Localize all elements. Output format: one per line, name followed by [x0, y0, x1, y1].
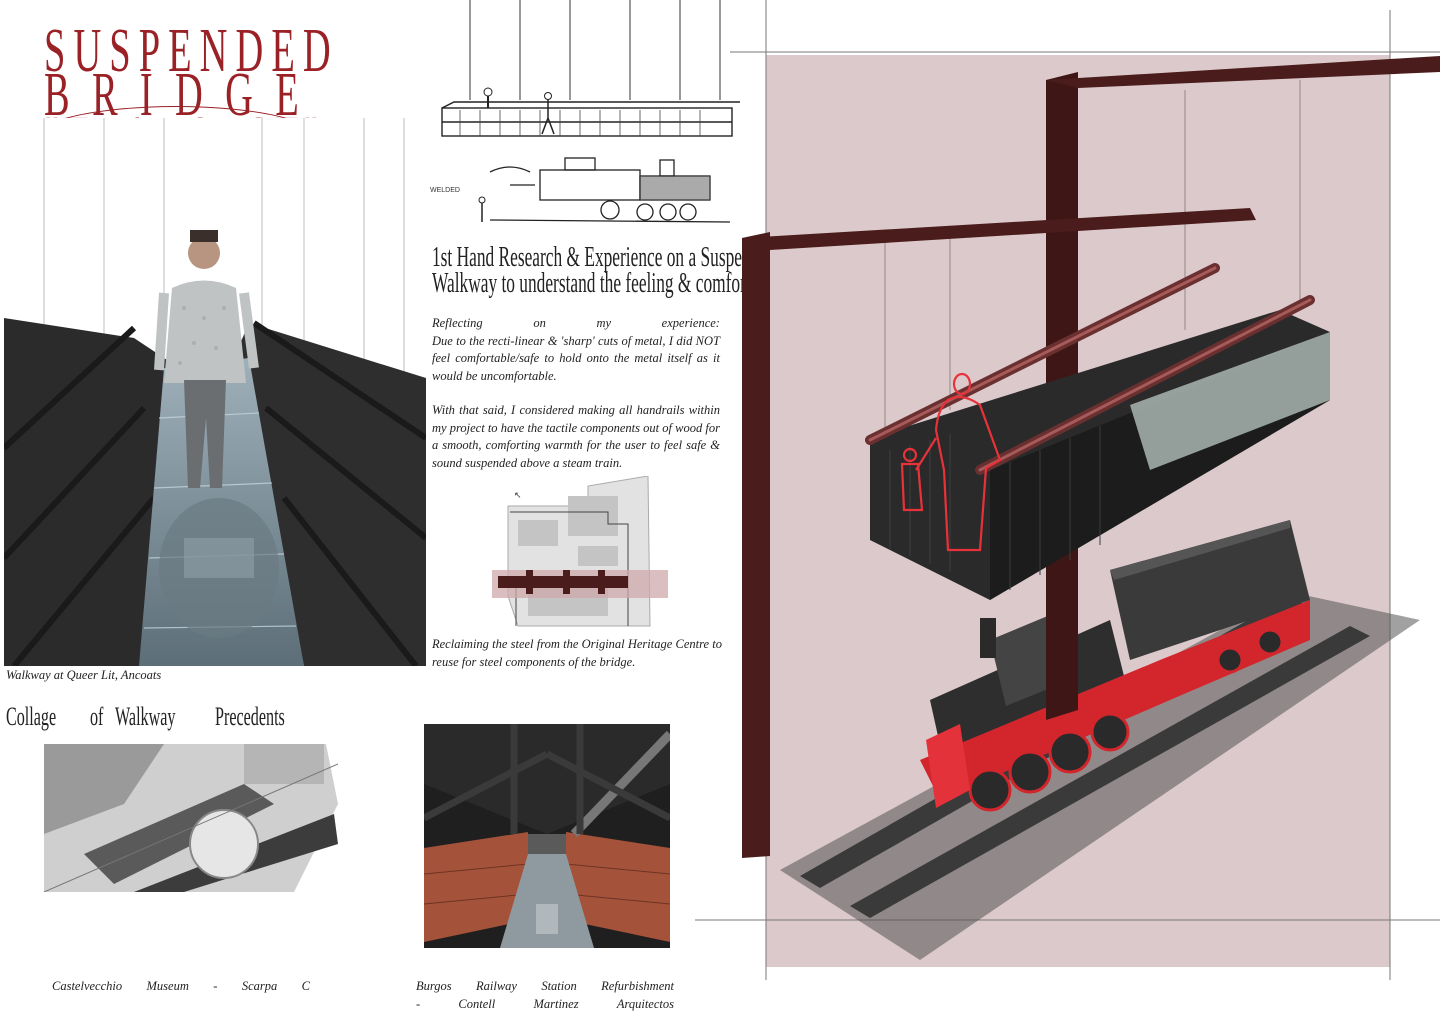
p1-word-2: on	[533, 316, 546, 330]
walkway-photo	[1, 118, 428, 668]
castelvecchio-image	[43, 744, 339, 893]
castelvecchio-caption-word-2: Museum	[146, 979, 189, 993]
burgos-word-2: Railway	[476, 979, 517, 993]
burgos-drawing	[422, 724, 674, 948]
precedents-heading: Collage of Walkway Precedents	[6, 704, 298, 734]
precedents-heading-word-4: Precedents	[215, 702, 286, 731]
research-paragraph-1-first-line: Reflecting on my experience:	[432, 315, 720, 333]
burgos-caption-line-2: - Contell Martinez Arquitectos	[416, 996, 674, 1014]
precedents-heading-word-1: Collage	[6, 702, 57, 731]
bridge-render	[690, 0, 1440, 1020]
p1-word-3: my	[596, 316, 612, 330]
neon-figure-icon	[900, 372, 1002, 552]
precedents-heading-word-3: Walkway	[114, 702, 176, 731]
research-paragraph-1-body: Due to the recti-linear & 'sharp' cuts o…	[432, 333, 720, 383]
research-heading-line-2: Walkway to understand the feeling & comf…	[432, 268, 756, 299]
hand-sketch-drawing: WELDED	[430, 0, 744, 223]
burgos-word-6: Contell	[458, 996, 496, 1011]
castelvecchio-caption-word-1: Castelvecchio	[52, 979, 123, 993]
walkway-photo-caption: Walkway at Queer Lit, Ancoats	[6, 668, 162, 682]
burgos-word-1: Burgos	[416, 979, 452, 993]
precedents-heading-word-2: of	[89, 702, 104, 731]
site-plan-drawing: ↖	[492, 475, 668, 627]
burgos-word-3: Station	[541, 979, 577, 993]
hand-sketch: WELDED	[430, 0, 744, 228]
sketch-label: WELDED	[430, 187, 460, 194]
bridge-render-drawing	[695, 0, 1440, 980]
north-arrow-icon: ↖	[514, 490, 522, 500]
walkway-photo-drawing	[1, 118, 428, 668]
castelvecchio-caption-word-3: -	[213, 979, 218, 993]
burgos-caption-line-1: Burgos Railway Station Refurbishment	[416, 978, 674, 996]
castelvecchio-caption: Castelvecchio Museum - Scarpa C	[52, 978, 310, 996]
research-heading-line-1: 1st Hand Research & Experience on a Susp…	[432, 242, 776, 273]
p1-word-4: experience:	[661, 316, 720, 330]
research-paragraph-2: With that said, I considered making all …	[432, 403, 720, 470]
reclaim-text: Reclaiming the steel from the Original H…	[432, 637, 722, 669]
castelvecchio-caption-word-5: C	[301, 979, 310, 993]
castelvecchio-caption-word-4: Scarpa	[241, 979, 278, 993]
burgos-word-8: Arquitectos	[616, 996, 674, 1011]
p1-word-1: Reflecting	[432, 316, 483, 330]
castelvecchio-drawing	[43, 744, 339, 893]
burgos-image	[422, 724, 674, 948]
burgos-word-7: Martinez	[533, 996, 579, 1011]
site-plan-diagram: ↖	[488, 475, 668, 628]
title-line-1: SUSPENDED	[44, 17, 339, 85]
burgos-word-5: -	[416, 996, 421, 1011]
burgos-word-4: Refurbishment	[601, 979, 674, 993]
burgos-caption: Burgos Railway Station Refurbishment - C…	[416, 978, 674, 1013]
research-paragraph-1: Reflecting on my experience: Due to the …	[432, 315, 720, 385]
